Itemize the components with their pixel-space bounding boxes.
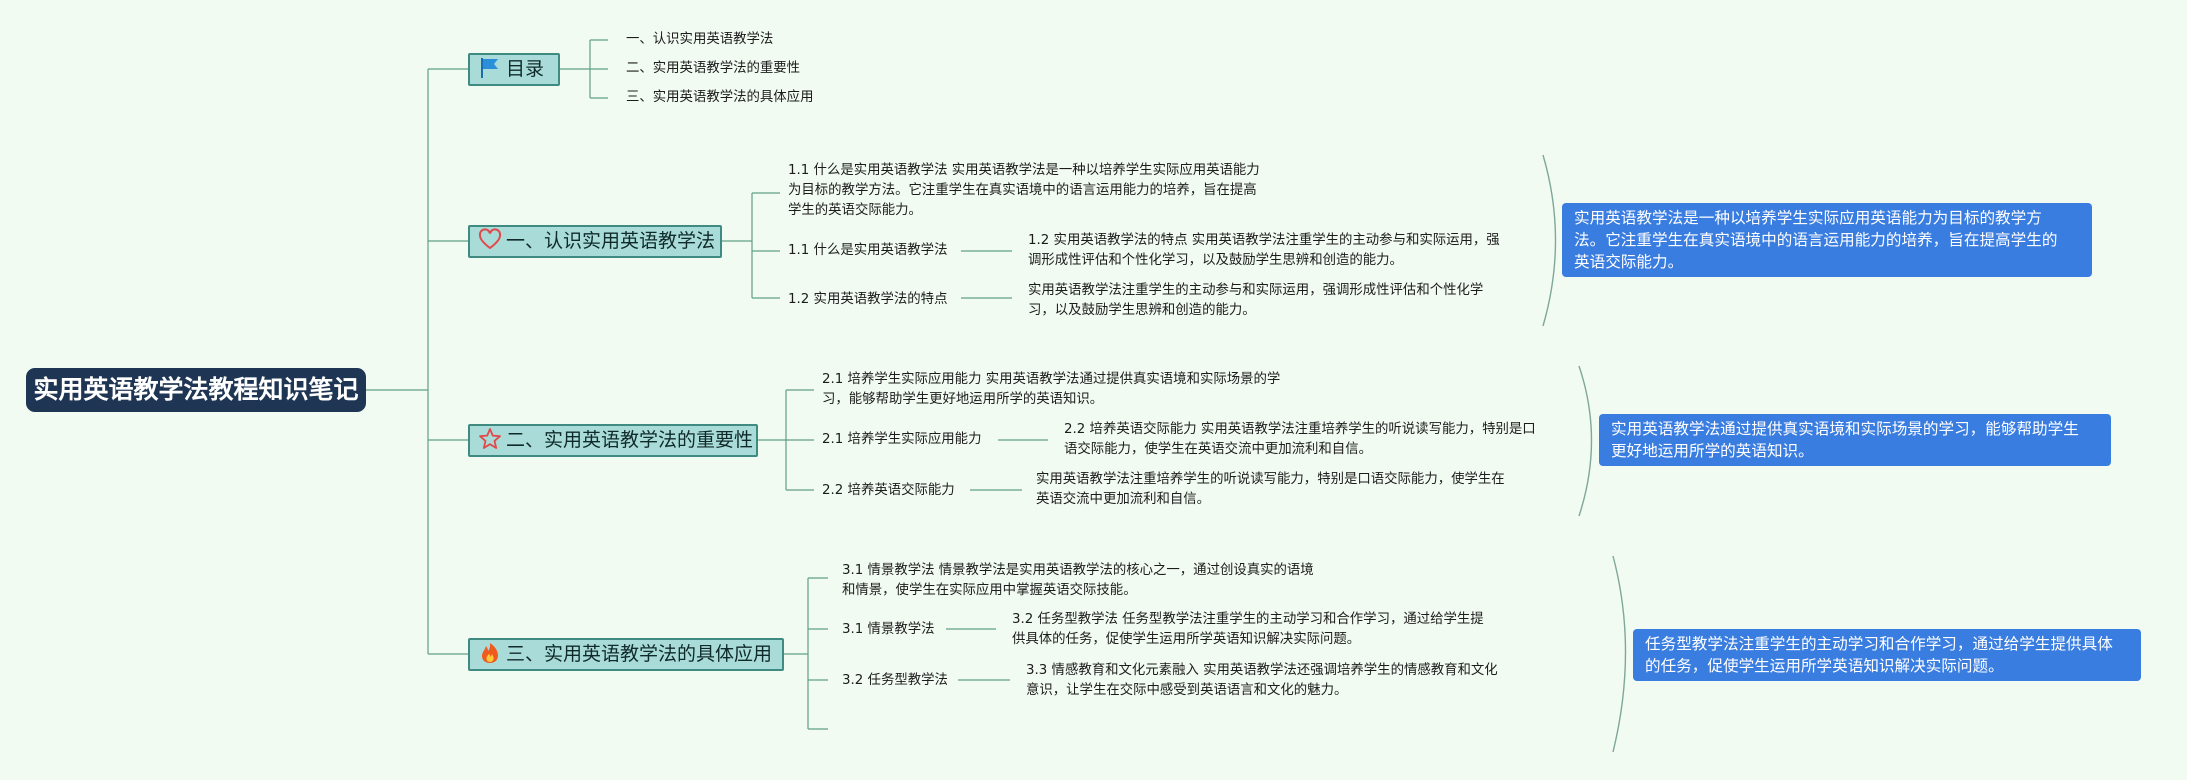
topic-toc[interactable]: 目录 xyxy=(468,53,560,86)
topic-section-1[interactable]: 一、认识实用英语教学法 xyxy=(468,225,722,258)
toc-item-3[interactable]: 三、实用英语教学法的具体应用 xyxy=(626,90,814,105)
fire-icon xyxy=(478,641,502,665)
section-2-branch-1-text[interactable]: 2.2 培养英语交际能力 实用英语教学法注重培养学生的听说读写能力，特别是口 语… xyxy=(1064,422,1536,457)
topic-section-1-label: 一、认识实用英语教学法 xyxy=(506,230,716,252)
section-2-callout[interactable]: 实用英语教学法通过提供真实语境和实际场景的学习，能够帮助学生 更好地运用所学的英… xyxy=(1599,414,2111,466)
star-icon xyxy=(478,427,502,451)
topic-section-2-label: 二、实用英语教学法的重要性 xyxy=(506,429,754,451)
section-1-branch-1-text[interactable]: 1.2 实用英语教学法的特点 实用英语教学法注重学生的主动参与和实际运用，强 调… xyxy=(1028,233,1500,268)
section-2-branch-1-label[interactable]: 2.1 培养学生实际应用能力 xyxy=(822,432,982,447)
section-3-branch-1-label[interactable]: 3.1 情景教学法 xyxy=(842,622,935,637)
section-2-branch-2-label[interactable]: 2.2 培养英语交际能力 xyxy=(822,483,955,498)
section-1-branch-2-text[interactable]: 实用英语教学法注重学生的主动参与和实际运用，强调形成性评估和个性化学 习，以及鼓… xyxy=(1028,283,1484,318)
toc-item-1[interactable]: 一、认识实用英语教学法 xyxy=(626,32,774,47)
section-3-branch-1-text[interactable]: 3.2 任务型教学法 任务型教学法注重学生的主动学习和合作学习，通过给学生提 供… xyxy=(1012,612,1484,647)
topic-toc-label: 目录 xyxy=(506,58,545,80)
topic-section-3-label: 三、实用英语教学法的具体应用 xyxy=(506,643,773,665)
section-3-intro[interactable]: 3.1 情景教学法 情景教学法是实用英语教学法的核心之一，通过创设真实的语境 和… xyxy=(842,563,1314,598)
flag-icon xyxy=(478,56,502,80)
root-topic[interactable]: 实用英语教学法教程知识笔记 xyxy=(26,368,366,412)
topic-section-2[interactable]: 二、实用英语教学法的重要性 xyxy=(468,424,758,457)
toc-item-2[interactable]: 二、实用英语教学法的重要性 xyxy=(626,61,801,76)
section-3-branch-2-label[interactable]: 3.2 任务型教学法 xyxy=(842,673,948,688)
section-1-branch-2-label[interactable]: 1.2 实用英语教学法的特点 xyxy=(788,292,948,307)
heart-icon xyxy=(478,227,502,252)
section-1-callout[interactable]: 实用英语教学法是一种以培养学生实际应用英语能力为目标的教学方 法。它注重学生在真… xyxy=(1562,203,2092,277)
section-3-callout[interactable]: 任务型教学法注重学生的主动学习和合作学习，通过给学生提供具体 的任务，促使学生运… xyxy=(1633,629,2141,681)
topic-section-3[interactable]: 三、实用英语教学法的具体应用 xyxy=(468,638,784,671)
section-1-branch-1-label[interactable]: 1.1 什么是实用英语教学法 xyxy=(788,243,948,258)
section-3-branch-2-text[interactable]: 3.3 情感教育和文化元素融入 实用英语教学法还强调培养学生的情感教育和文化 意… xyxy=(1026,663,1498,698)
section-2-intro[interactable]: 2.1 培养学生实际应用能力 实用英语教学法通过提供真实语境和实际场景的学 习，… xyxy=(822,372,1281,407)
section-1-intro[interactable]: 1.1 什么是实用英语教学法 实用英语教学法是一种以培养学生实际应用英语能力 为… xyxy=(788,163,1260,218)
section-2-branch-2-text[interactable]: 实用英语教学法注重培养学生的听说读写能力，特别是口语交际能力，使学生在 英语交流… xyxy=(1036,472,1505,507)
